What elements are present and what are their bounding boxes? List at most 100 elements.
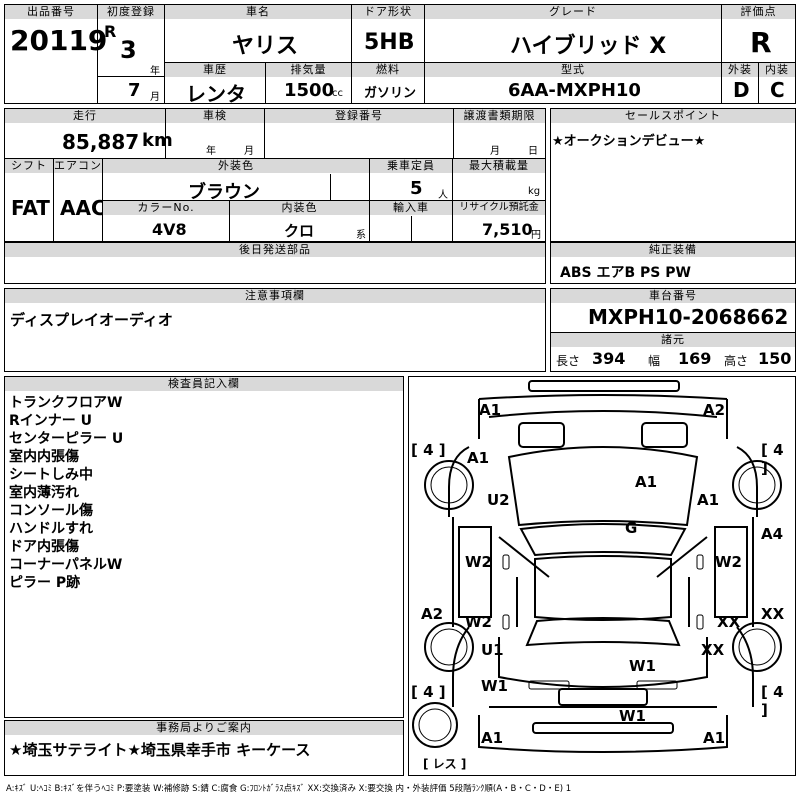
tire-fl: [ 4 ] — [411, 441, 446, 459]
specs-label: 諸元 — [551, 333, 795, 347]
exterior: D — [733, 78, 750, 102]
capacity-unit: 人 — [438, 190, 448, 201]
transfer-month-unit: 月 — [490, 146, 500, 157]
score-label: 評価点 — [722, 5, 795, 19]
transfer-label: 譲渡書類期限 — [454, 109, 545, 123]
mark-roof-rear: W1 — [629, 657, 656, 675]
mark-rear-left: A1 — [481, 729, 504, 747]
color-no: 4V8 — [152, 220, 187, 239]
length: 394 — [592, 349, 626, 368]
history-label: 車歴 — [165, 63, 265, 77]
ac: AAC — [60, 196, 106, 220]
later-parts-label: 後日発送部品 — [5, 243, 545, 257]
interior-label: 内装 — [759, 63, 795, 77]
inspector-item: 室内薄汚れ — [9, 485, 79, 501]
insp-month-unit: 月 — [244, 146, 254, 157]
mark-front-right: A2 — [703, 401, 726, 419]
recycle: 7,510 — [482, 220, 533, 239]
info-section — [4, 108, 546, 242]
width: 169 — [678, 349, 712, 368]
int-color-label: 内装色 — [230, 201, 369, 215]
mileage-label: 走行 — [5, 109, 165, 123]
capacity: 5 — [410, 178, 423, 199]
mark-door-l2: W2 — [465, 613, 492, 631]
mark-bonnet: A1 — [635, 473, 658, 491]
width-label: 幅 — [648, 354, 661, 368]
mark-glass: G — [625, 519, 638, 537]
sales-point: ★オークションデビュー★ — [552, 134, 706, 149]
later-parts-box — [4, 242, 546, 284]
color-no-label: カラーNo. — [103, 201, 229, 215]
inspector-label: 検査員記入欄 — [5, 377, 403, 391]
mark-rear-bumper: W1 — [619, 707, 646, 725]
era: R — [104, 22, 117, 41]
inspector-item: 室内内張傷 — [9, 449, 79, 465]
genuine-box — [550, 242, 796, 284]
recycle-unit: 円 — [531, 230, 541, 241]
interior: C — [770, 78, 785, 102]
lot-no: 20119 — [10, 24, 108, 57]
inspector-item: センターピラー U — [9, 431, 124, 447]
mark-fender-fl: A1 — [467, 449, 490, 467]
ext-color-label: 外装色 — [103, 159, 369, 173]
mark-door-r2: XX — [717, 613, 741, 631]
int-color: クロ — [284, 222, 315, 240]
inspector-item: ハンドルすれ — [9, 521, 93, 537]
office-label: 事務局よりご案内 — [5, 721, 403, 735]
displacement-label: 排気量 — [266, 63, 351, 77]
inspector-item: コンソール傷 — [9, 503, 93, 519]
spare-tire: [ レス ] — [423, 757, 467, 771]
exterior-label: 外装 — [722, 63, 758, 77]
inspector-item: Rインナー U — [9, 413, 93, 429]
plate-label: 登録番号 — [265, 109, 453, 123]
header-section — [4, 4, 796, 104]
inspector-item: ドア内張傷 — [9, 539, 79, 555]
notes: ディスプレイオーディオ — [10, 311, 173, 329]
ext-color: ブラウン — [188, 182, 260, 203]
displacement-unit: cc — [332, 88, 343, 99]
mark-front-left: A1 — [479, 401, 502, 419]
inspector-item: コーナーパネルW — [9, 557, 123, 573]
mark-side-l-rear: A2 — [421, 605, 444, 623]
mileage: 85,887 — [62, 130, 140, 154]
shift-label: シフト — [5, 159, 53, 173]
grade: ハイブリッド X — [510, 34, 667, 59]
first-reg-label: 初度登録 — [98, 5, 164, 19]
genuine: ABS エアB PS PW — [560, 265, 691, 281]
shift: FAT — [11, 196, 50, 220]
inspector-item: ピラー P跡 — [9, 575, 81, 591]
ac-label: エアコン — [54, 159, 102, 173]
office-note: ★埼玉サテライト★埼玉県幸手市 キーケース — [9, 741, 311, 759]
mark-side-r-rear: XX — [761, 605, 785, 623]
legend: A:ｷｽﾞ U:ﾍｺﾐ B:ｷｽﾞを伴うﾍｺﾐ P:要塗装 W:補修跡 S:錆 … — [6, 784, 572, 794]
mark-door-l1: W2 — [465, 553, 492, 571]
notes-label: 注意事項欄 — [5, 289, 545, 303]
mileage-unit: km — [142, 130, 173, 151]
door: 5HB — [364, 30, 415, 55]
max-load-label: 最大積載量 — [453, 159, 545, 173]
max-load-unit: kg — [528, 186, 541, 197]
chassis: MXPH10-2068662 — [588, 305, 789, 329]
car-outline — [412, 380, 782, 753]
length-label: 長さ — [556, 354, 581, 368]
month-unit: 月 — [150, 92, 160, 103]
car-name-label: 車名 — [165, 5, 351, 19]
fuel-label: 燃料 — [352, 63, 424, 77]
height-label: 高さ — [724, 354, 749, 368]
year-unit: 年 — [150, 66, 160, 77]
chassis-label: 車台番号 — [551, 289, 795, 303]
inspector-box — [4, 376, 404, 718]
fuel: ガソリン — [364, 86, 417, 101]
model: 6AA-MXPH10 — [508, 80, 641, 101]
door-label: ドア形状 — [352, 5, 424, 19]
score: R — [750, 26, 772, 59]
reg-year: 3 — [120, 36, 137, 64]
office-box — [4, 720, 404, 776]
inspector-item: シートしみ中 — [9, 467, 93, 483]
mark-quarter-l2: W1 — [481, 677, 508, 695]
mark-pillar-l: U2 — [487, 491, 510, 509]
mark-door-r1: W2 — [715, 553, 742, 571]
height: 150 — [758, 349, 792, 368]
mark-rear-right: A1 — [703, 729, 726, 747]
